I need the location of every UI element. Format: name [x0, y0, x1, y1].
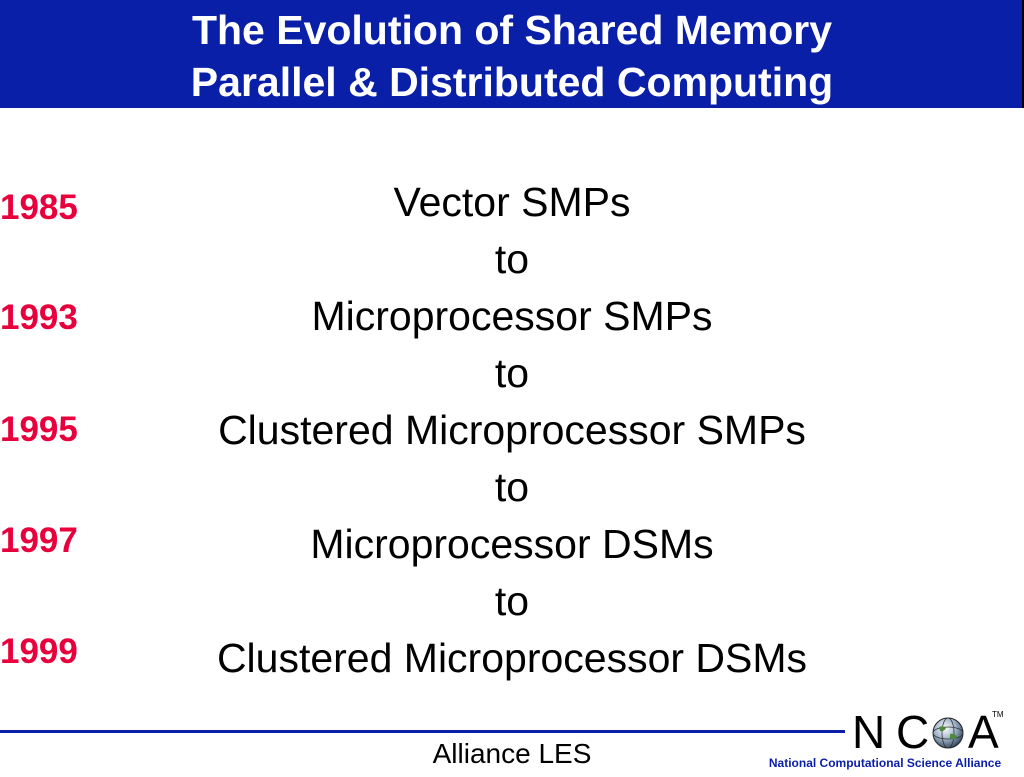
logo-trademark: TM — [992, 710, 1004, 719]
title-bar: The Evolution of Shared Memory Parallel … — [0, 0, 1024, 108]
sequence-line: to — [494, 578, 530, 624]
sequence-line: to — [494, 236, 530, 282]
logo-letter-n: N — [852, 706, 886, 758]
year-1997: 1997 — [0, 521, 78, 560]
sequence-line: Vector SMPs — [393, 179, 631, 225]
title-line-2: Parallel & Distributed Computing — [190, 59, 834, 105]
footer-rule — [0, 730, 845, 733]
logo-letter-a: A — [968, 706, 999, 758]
ncsa-logo: N C A TM — [852, 708, 1012, 756]
sequence-line: Clustered Microprocessor DSMs — [216, 635, 808, 681]
organization-name: National Computational Science Alliance — [768, 756, 1002, 770]
sequence-line: Microprocessor SMPs — [311, 293, 713, 339]
sequence-line: Microprocessor DSMs — [310, 521, 714, 567]
logo-letter-c: C — [896, 706, 930, 758]
footer-title: Alliance LES — [432, 738, 592, 769]
globe-icon — [932, 717, 964, 749]
year-1999: 1999 — [0, 632, 78, 671]
year-1995: 1995 — [0, 410, 78, 449]
year-1993: 1993 — [0, 298, 78, 337]
year-1985: 1985 — [0, 188, 78, 227]
sequence-line: to — [494, 464, 530, 510]
sequence-line: to — [494, 350, 530, 396]
title-line-1: The Evolution of Shared Memory — [191, 7, 833, 53]
sequence-line: Clustered Microprocessor SMPs — [218, 407, 806, 453]
